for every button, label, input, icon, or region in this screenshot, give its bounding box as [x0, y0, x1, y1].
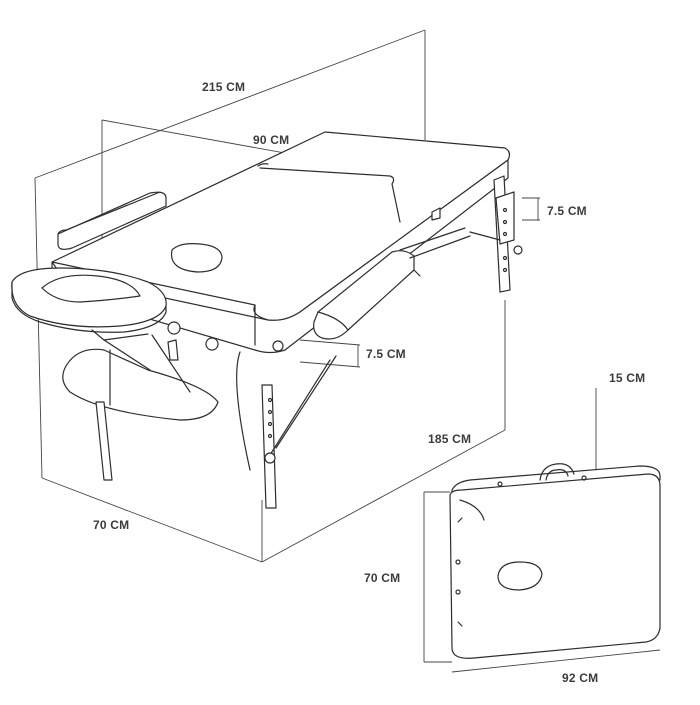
label-table-length: 215 CM — [202, 80, 245, 94]
arm-rest-front — [313, 250, 421, 340]
label-leg-adjust-front: 7.5 CM — [366, 347, 406, 361]
label-base-width: 70 CM — [93, 518, 129, 532]
legs-frame — [62, 175, 523, 509]
head-rest — [11, 267, 167, 371]
label-base-length: 185 CM — [428, 432, 471, 446]
label-table-width: 90 CM — [253, 133, 289, 147]
arm-rest-back — [57, 191, 167, 250]
leg-adjust-holes — [267, 207, 508, 439]
label-leg-adjust-back: 7.5 CM — [547, 204, 587, 218]
label-case-height: 70 CM — [364, 571, 400, 585]
label-case-thickness: 15 CM — [609, 371, 645, 385]
label-case-length: 92 CM — [562, 671, 598, 685]
dimension-guides — [34, 29, 540, 563]
folded-case — [423, 388, 661, 673]
